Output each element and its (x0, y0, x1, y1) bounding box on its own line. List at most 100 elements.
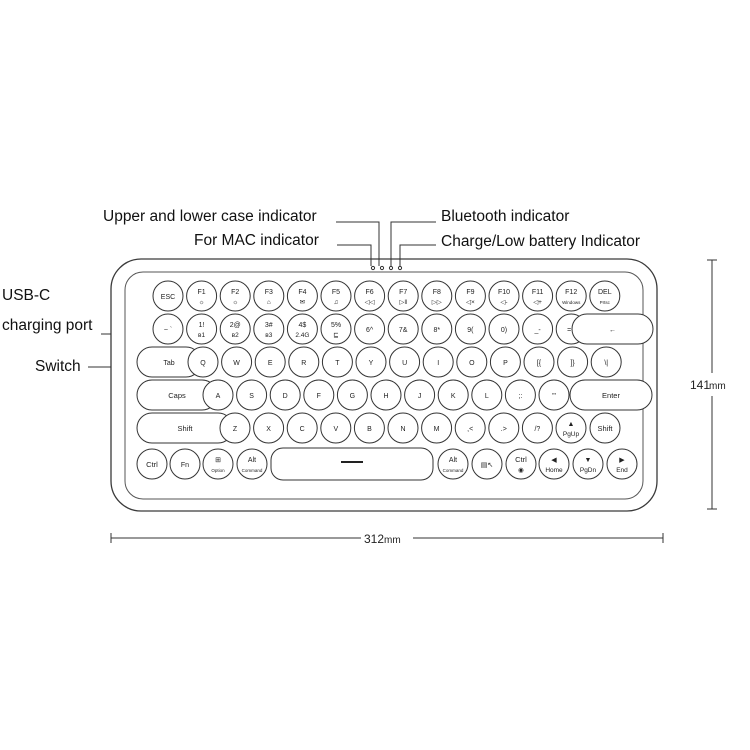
key-f9-r0k9[interactable]: F9◁× (454, 280, 486, 312)
key-symbol-r2k13[interactable]: \| (590, 346, 622, 378)
key-e-r2k3[interactable]: E (254, 346, 286, 378)
key-symbol-r5k2[interactable]: ⊞Option (202, 448, 234, 480)
key-enter-r3k12[interactable]: Enter (569, 379, 653, 411)
key-n-r4k6[interactable]: N (387, 412, 419, 444)
key-fn-r5k1[interactable]: Fn (169, 448, 201, 480)
height-unit: mm (709, 381, 726, 392)
key-t-r2k5[interactable]: T (321, 346, 353, 378)
key-v-r4k4[interactable]: V (320, 412, 352, 444)
key-symbol-r4k10[interactable]: /? (521, 412, 553, 444)
key-0-r1k10[interactable]: 0) (488, 313, 520, 345)
key-symbol-r1k0[interactable]: ~ ` (152, 313, 184, 345)
key-ctrl-r5k0[interactable]: Ctrl (136, 448, 168, 480)
key-label: ;: (518, 393, 522, 400)
bluetooth-leader-line (390, 221, 436, 266)
key-j-r3k7[interactable]: J (404, 379, 436, 411)
key-symbol-r4k8[interactable]: ,< (454, 412, 486, 444)
key-f10-r0k10[interactable]: F10◁- (488, 280, 520, 312)
key-f2-r0k2[interactable]: F2☼ (219, 280, 251, 312)
key-symbol-r1k13[interactable]: ← (571, 313, 654, 345)
key-y-r2k6[interactable]: Y (355, 346, 387, 378)
key-label: 2@ (230, 322, 241, 329)
key-a-r3k1[interactable]: A (202, 379, 234, 411)
key-label: O (469, 360, 475, 367)
key-symbol-r3k11[interactable]: '" (538, 379, 570, 411)
key-h-r3k6[interactable]: H (370, 379, 402, 411)
key-sublabel: ✉ (300, 299, 306, 306)
key-cap (303, 379, 335, 411)
key-symbol-r4k11[interactable]: ▲PgUp (555, 412, 587, 444)
key-cap (422, 346, 454, 378)
key-cap (572, 448, 604, 480)
key-o-r2k9[interactable]: O (456, 346, 488, 378)
key-d-r3k3[interactable]: D (269, 379, 301, 411)
key-u-r2k7[interactable]: U (389, 346, 421, 378)
key-r-r2k4[interactable]: R (288, 346, 320, 378)
key-symbol-r5k9[interactable]: ▼PgDn (572, 448, 604, 480)
key-label: M (434, 426, 440, 433)
key-1-r1k1[interactable]: 1!ʙ1 (186, 313, 218, 345)
key-8-r1k8[interactable]: 8* (421, 313, 453, 345)
key-f4-r0k4[interactable]: F4✉ (286, 280, 318, 312)
key-symbol-r5k8[interactable]: ◀Home (538, 448, 570, 480)
width-dimension (110, 533, 664, 543)
key-cap (471, 379, 503, 411)
key-9-r1k9[interactable]: 9( (454, 313, 486, 345)
key-f6-r0k6[interactable]: F6◁◁ (354, 280, 386, 312)
key-f5-r0k5[interactable]: F5♫ (320, 280, 352, 312)
key-f1-r0k1[interactable]: F1☼ (186, 280, 218, 312)
key-7-r1k7[interactable]: 7& (387, 313, 419, 345)
key-symbol-r2k12[interactable]: ]} (557, 346, 589, 378)
key-symbol-r1k11[interactable]: _- (522, 313, 554, 345)
key-symbol-r4k9[interactable]: .> (488, 412, 520, 444)
key-f-r3k4[interactable]: F (303, 379, 335, 411)
key-cap (522, 280, 554, 312)
key-cap (152, 313, 184, 345)
key-c-r4k3[interactable]: C (286, 412, 318, 444)
key-w-r2k2[interactable]: W (221, 346, 253, 378)
key-shift-r4k0[interactable]: Shift (136, 412, 234, 444)
key-2-r1k2[interactable]: 2@ʙ2 (219, 313, 251, 345)
key-x-r4k2[interactable]: X (253, 412, 285, 444)
key-cap (557, 346, 589, 378)
key-esc-r0k0[interactable]: ESC (152, 280, 184, 312)
key-spacebar[interactable] (270, 447, 434, 481)
key-p-r2k10[interactable]: P (489, 346, 521, 378)
key-g-r3k5[interactable]: G (336, 379, 368, 411)
key-5-r1k5[interactable]: 5%⊑ (320, 313, 352, 345)
key-symbol-r2k11[interactable]: [{ (523, 346, 555, 378)
key-4-r1k4[interactable]: 4$2.4G (286, 313, 318, 345)
key-sublabel: Home (545, 467, 563, 474)
key-m-r4k7[interactable]: M (421, 412, 453, 444)
key-symbol-r3k10[interactable]: ;: (504, 379, 536, 411)
key-f11-r0k11[interactable]: F11◁+ (522, 280, 554, 312)
key-q-r2k1[interactable]: Q (187, 346, 219, 378)
key-3-r1k3[interactable]: 3#ʙ3 (253, 313, 285, 345)
leader-lines (88, 221, 436, 368)
key-i-r2k8[interactable]: I (422, 346, 454, 378)
key-symbol-r5k6[interactable]: ▤↖ (471, 448, 503, 480)
key-label: 9( (467, 327, 474, 334)
key-label: E (268, 360, 273, 367)
key-k-r3k8[interactable]: K (437, 379, 469, 411)
key-6-r1k6[interactable]: 6^ (354, 313, 386, 345)
key-label: X (266, 426, 271, 433)
key-sublabel: Prtsc (600, 300, 611, 305)
key-f8-r0k8[interactable]: F8▷▷ (421, 280, 453, 312)
key-label: R (301, 360, 306, 367)
key-ctrl-r5k7[interactable]: Ctrl◉ (505, 448, 537, 480)
key-f7-r0k7[interactable]: F7▷‖ (387, 280, 419, 312)
key-s-r3k2[interactable]: S (236, 379, 268, 411)
key-shift-r4k12[interactable]: Shift (589, 412, 621, 444)
key-cap (437, 379, 469, 411)
key-b-r4k5[interactable]: B (353, 412, 385, 444)
key-z-r4k1[interactable]: Z (219, 412, 251, 444)
key-f3-r0k3[interactable]: F3⌂ (253, 280, 285, 312)
key-symbol-r5k10[interactable]: ▶End (606, 448, 638, 480)
key-l-r3k9[interactable]: L (471, 379, 503, 411)
key-sublabel: ⌂ (267, 299, 271, 306)
